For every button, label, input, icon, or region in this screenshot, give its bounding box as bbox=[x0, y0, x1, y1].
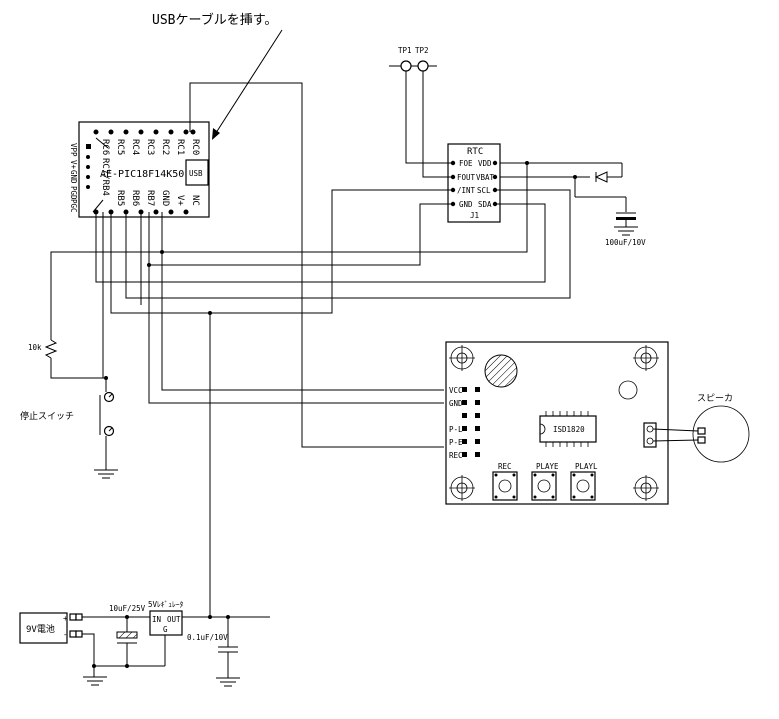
svg-text:FOE: FOE bbox=[459, 159, 473, 168]
mcu-name: AE-PIC18F14K50 bbox=[100, 169, 184, 180]
battery-label: 9V電池 bbox=[26, 623, 55, 635]
svg-text:PLAYE: PLAYE bbox=[536, 462, 559, 471]
speaker-terminal bbox=[643, 422, 657, 448]
battery bbox=[19, 612, 68, 644]
svg-text:GND: GND bbox=[69, 170, 78, 184]
test-points: TP1 TP2 bbox=[389, 46, 437, 72]
cap-in-label: 10uF/25V bbox=[109, 604, 146, 613]
resistor-label: 10k bbox=[28, 343, 42, 352]
svg-text:VBAT: VBAT bbox=[476, 173, 495, 182]
svg-text:RC6: RC6 bbox=[100, 139, 110, 155]
mounting-hole bbox=[449, 475, 475, 501]
backup-cap-plate-2 bbox=[616, 217, 636, 220]
svg-text:FOUT: FOUT bbox=[457, 173, 476, 182]
speaker-label: スピーカ bbox=[697, 393, 733, 404]
svg-text:PGD: PGD bbox=[69, 186, 78, 200]
svg-text:SDA: SDA bbox=[478, 200, 492, 209]
svg-text:RC0: RC0 bbox=[190, 139, 200, 155]
svg-text:P-L: P-L bbox=[449, 425, 463, 434]
tp2-circle bbox=[417, 60, 429, 72]
mcu-top-pin-labels: RC6 RC5 RC4 RC3 RC2 RC1 RC0 bbox=[100, 139, 200, 155]
mcu-arrow bbox=[95, 137, 109, 149]
speaker: スピーカ bbox=[652, 393, 750, 463]
svg-text:GND: GND bbox=[160, 190, 170, 206]
usb-note-arrowhead bbox=[212, 128, 220, 140]
cap-out-label: 0.1uF/10V bbox=[187, 633, 228, 642]
svg-text:V+: V+ bbox=[69, 160, 78, 170]
svg-text:VPP: VPP bbox=[69, 143, 78, 157]
mcu-left-header: VPP V+ GND PGD PGC bbox=[69, 143, 91, 213]
svg-text:VDD: VDD bbox=[478, 159, 492, 168]
mounting-hole bbox=[449, 345, 475, 371]
rtc-right-pins: VDD VBAT SCL SDA bbox=[476, 159, 498, 209]
svg-text:RC5: RC5 bbox=[115, 139, 125, 155]
backup-cap-label: 100uF/10V bbox=[605, 238, 646, 247]
usb-connector-label: USB bbox=[189, 169, 203, 178]
stop-switch: 停止スイッチ bbox=[20, 378, 118, 479]
svg-text:SCL: SCL bbox=[477, 186, 491, 195]
backup-circuit: 100uF/10V bbox=[500, 161, 646, 247]
diode-symbol bbox=[594, 171, 608, 183]
svg-text:RC1: RC1 bbox=[175, 139, 185, 155]
rtc-title: RTC bbox=[467, 147, 483, 157]
regulator-title: 5Vﾚｷﾞｭﾚｰﾀ bbox=[148, 600, 184, 609]
stop-switch-label: 停止スイッチ bbox=[20, 410, 74, 422]
svg-text:REC: REC bbox=[498, 462, 512, 471]
svg-text:VCC: VCC bbox=[449, 386, 463, 395]
svg-text:/INT: /INT bbox=[457, 186, 476, 195]
svg-text:TP2: TP2 bbox=[415, 46, 429, 55]
svg-text:P-E: P-E bbox=[449, 438, 463, 447]
svg-text:RC3: RC3 bbox=[145, 139, 155, 155]
mcu-board: USB AE-PIC18F14K50 RC6 RC5 RC4 RC3 RC2 R… bbox=[69, 121, 210, 218]
svg-text:RC2: RC2 bbox=[160, 139, 170, 155]
rec-button: REC bbox=[492, 462, 518, 501]
rtc-module: RTC J1 FOE FOUT /INT GND VDD VBAT SCL SD… bbox=[447, 143, 501, 223]
regulator bbox=[149, 610, 183, 636]
svg-text:OUT: OUT bbox=[167, 615, 181, 624]
svg-text:REC: REC bbox=[449, 451, 463, 460]
rtc-ref: J1 bbox=[470, 211, 479, 220]
svg-text:NC: NC bbox=[190, 195, 200, 206]
svg-text:RC7/RB4: RC7/RB4 bbox=[100, 158, 110, 196]
svg-text:V+: V+ bbox=[175, 195, 185, 206]
svg-text:RB5: RB5 bbox=[115, 190, 125, 206]
svg-text:TP1: TP1 bbox=[398, 46, 412, 55]
svg-text:GND: GND bbox=[459, 200, 473, 209]
usb-connector bbox=[185, 159, 209, 186]
svg-text:RB7: RB7 bbox=[145, 190, 155, 206]
svg-text:PLAYL: PLAYL bbox=[575, 462, 598, 471]
microphone bbox=[484, 354, 518, 388]
svg-text:+: + bbox=[63, 614, 68, 623]
playe-button: PLAYE bbox=[531, 462, 559, 501]
svg-text:RB6: RB6 bbox=[130, 190, 140, 206]
power-supply: 9V電池 + - 10uF/25V 5Vﾚｷﾞｭﾚｰﾀ IN OUT G bbox=[19, 600, 270, 687]
svg-text:RC4: RC4 bbox=[130, 139, 140, 155]
led bbox=[618, 380, 638, 400]
svg-text:-: - bbox=[63, 630, 68, 639]
rtc-left-pins: FOE FOUT /INT GND bbox=[450, 159, 476, 209]
svg-text:GND: GND bbox=[449, 399, 463, 408]
tp1-circle bbox=[400, 60, 412, 72]
playl-button: PLAYL bbox=[570, 462, 598, 501]
svg-text:G: G bbox=[163, 625, 168, 634]
svg-text:IN: IN bbox=[152, 615, 161, 624]
mcu-bottom-pin-labels: RC7/RB4 RB5 RB6 RB7 GND V+ NC bbox=[100, 158, 200, 206]
mounting-hole bbox=[633, 475, 659, 501]
mcu-top-header bbox=[93, 129, 196, 135]
isd1820-label: ISD1820 bbox=[553, 425, 585, 434]
svg-text:PGC: PGC bbox=[69, 199, 78, 213]
resistor-symbol bbox=[44, 339, 58, 359]
mounting-hole bbox=[633, 345, 659, 371]
mcu-wiring: 10k bbox=[28, 71, 571, 618]
isd1820-chip bbox=[539, 415, 597, 443]
voice-pin-header: VCC GND P-L P-E REC bbox=[449, 386, 480, 460]
voice-module: ISD1820 VCC GND P-L P-E REC REC bbox=[445, 341, 669, 505]
usb-note: USBケーブルを挿す。 bbox=[152, 12, 277, 28]
